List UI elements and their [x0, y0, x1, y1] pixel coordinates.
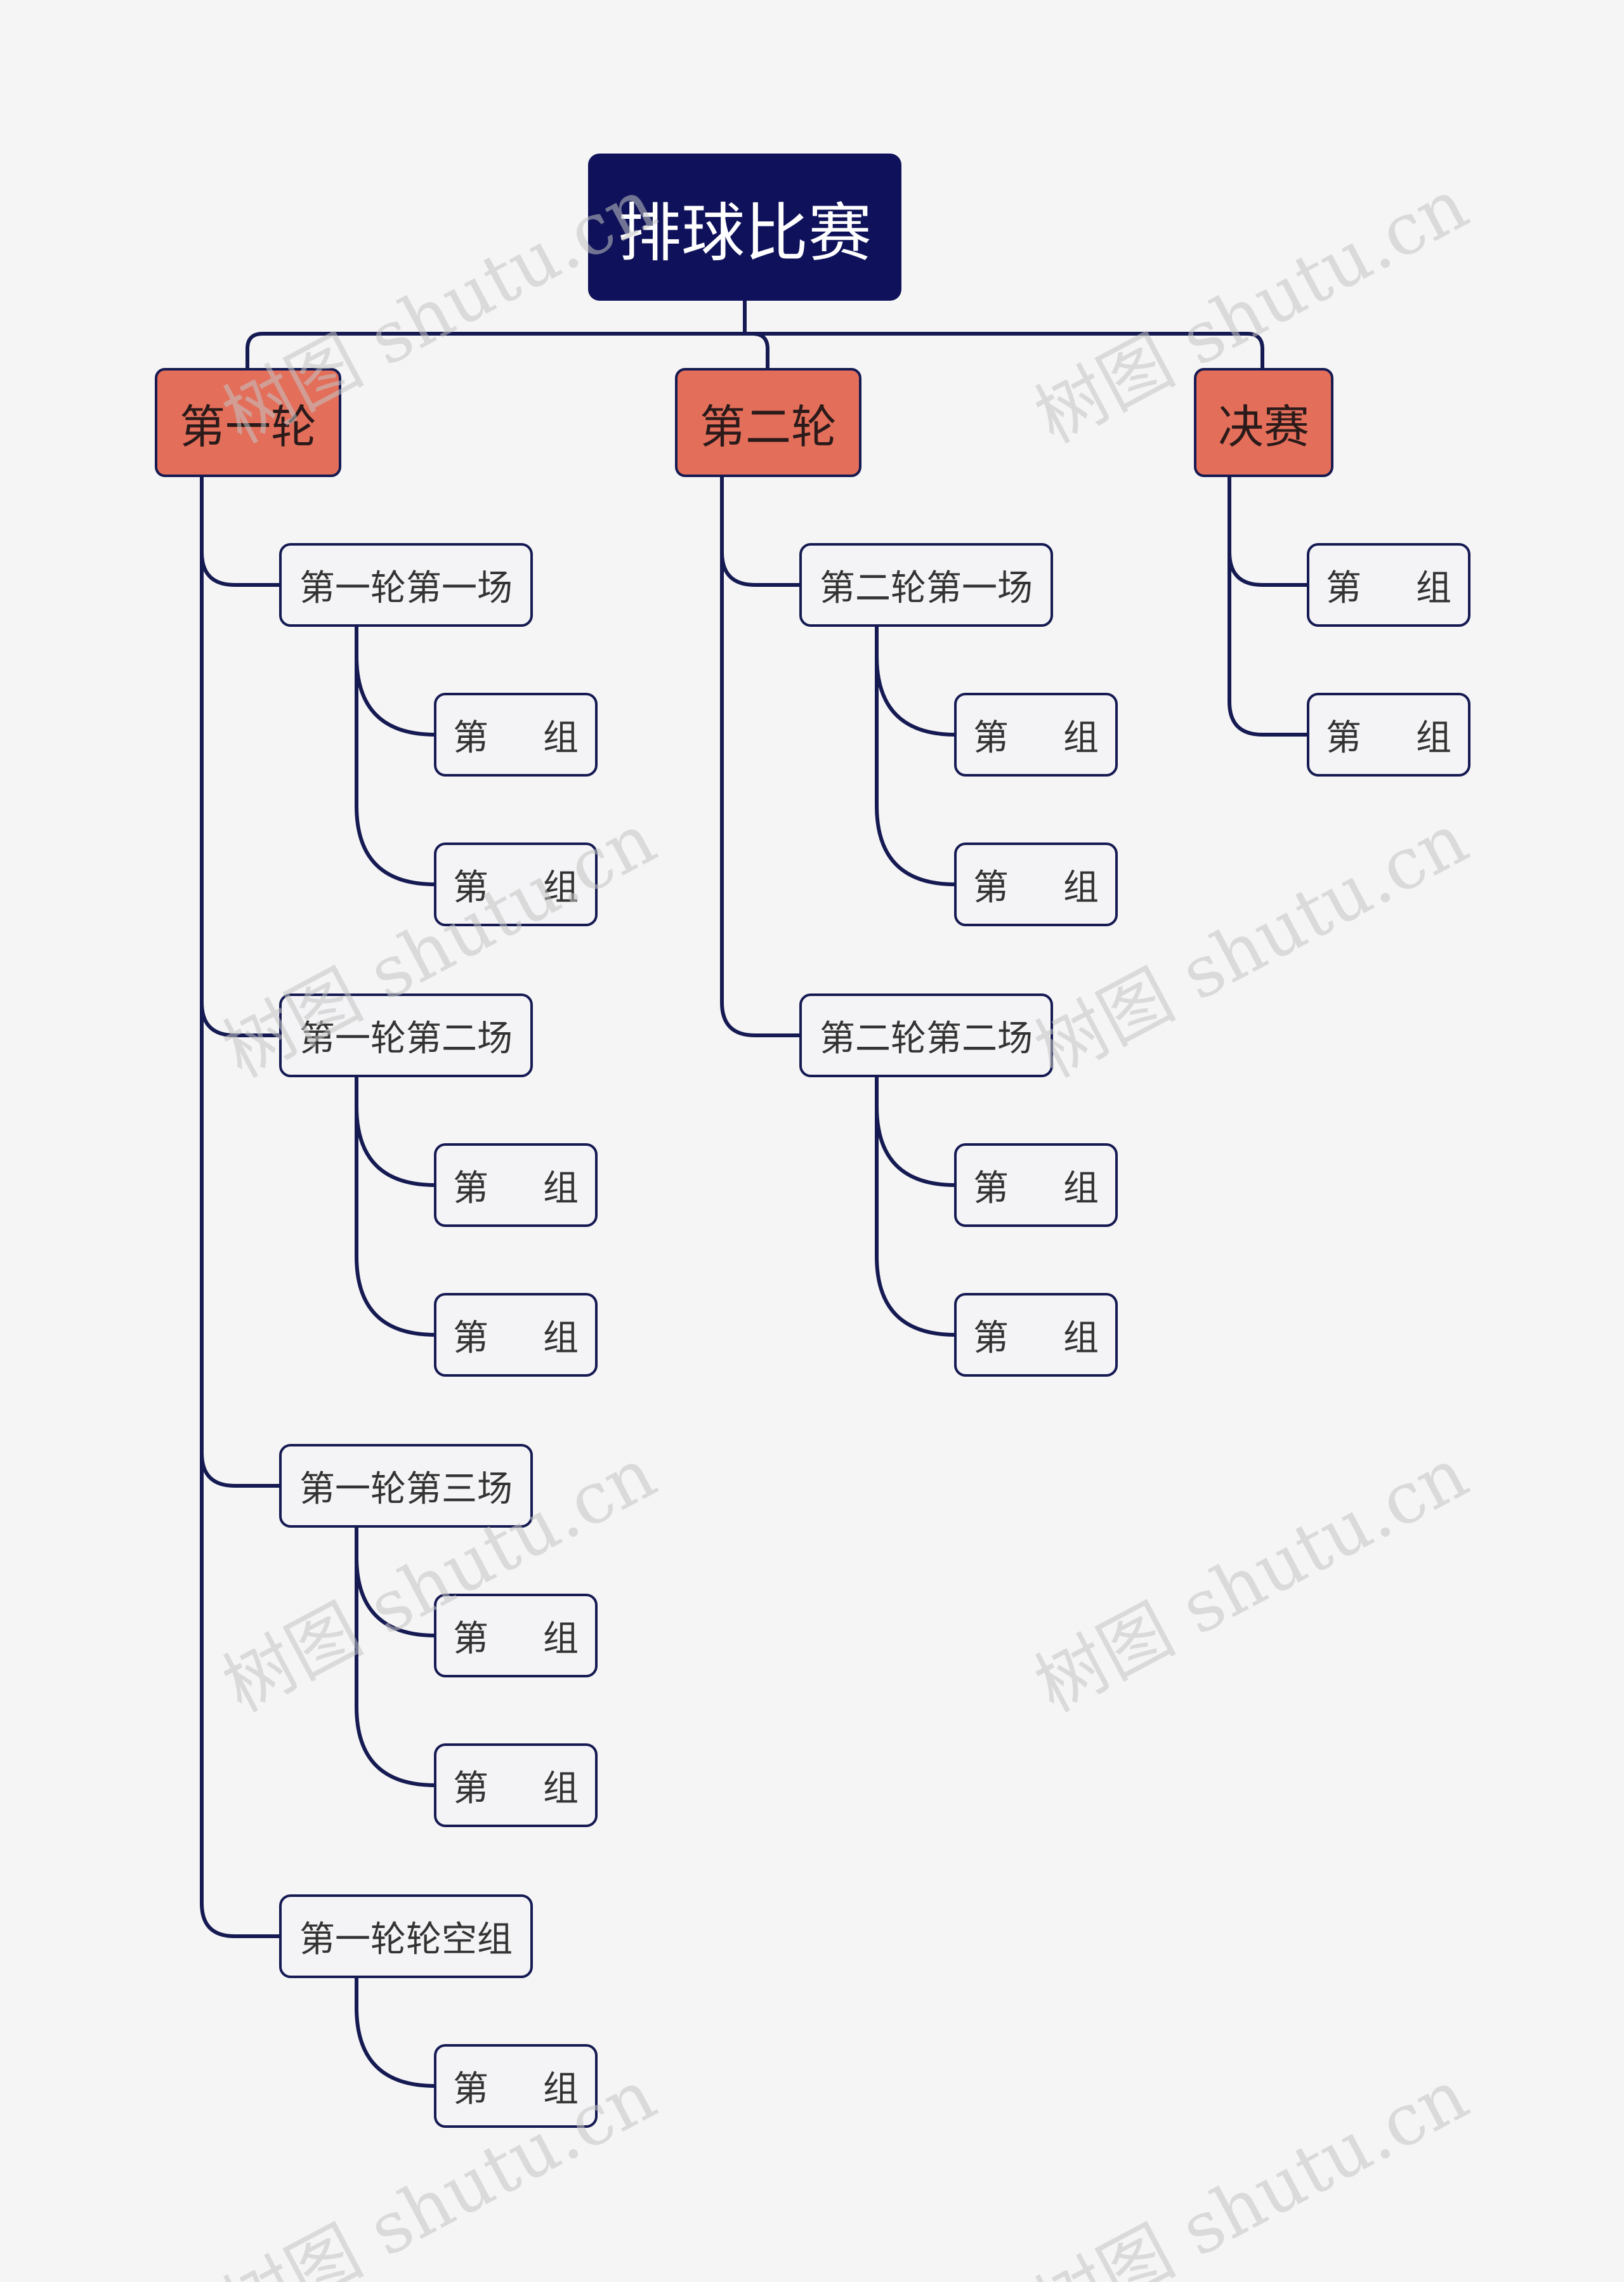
group-suffix: 组 — [543, 1618, 579, 1660]
group-suffix: 组 — [543, 867, 579, 908]
group-r2m2-1[interactable]: 第 组 — [954, 1143, 1118, 1227]
group-suffix: 组 — [1063, 1167, 1099, 1209]
group-r1m3-2[interactable]: 第 组 — [434, 1743, 598, 1827]
connector-r1m3-g2 — [355, 1526, 437, 1787]
branch-final[interactable]: 决赛 — [1194, 368, 1333, 477]
match-r1-bye[interactable]: 第一轮轮空组 — [279, 1894, 533, 1978]
connector-r1m1-g2 — [355, 625, 437, 886]
group-suffix: 组 — [1416, 567, 1451, 609]
group-r2m2-2[interactable]: 第 组 — [954, 1293, 1118, 1377]
branch-round1[interactable]: 第一轮 — [155, 368, 341, 477]
group-r1m2-1[interactable]: 第 组 — [434, 1143, 598, 1227]
group-prefix: 第 — [973, 1167, 1009, 1209]
group-r2m1-2[interactable]: 第 组 — [954, 843, 1118, 926]
connector-r1m2-g2 — [355, 1075, 437, 1337]
connector-round2-match1 — [720, 475, 802, 587]
group-prefix: 第 — [453, 717, 488, 759]
group-prefix: 第 — [973, 867, 1009, 908]
connector-final-g1 — [1228, 475, 1310, 587]
group-r1m2-2[interactable]: 第 组 — [434, 1293, 598, 1377]
group-prefix: 第 — [1326, 717, 1361, 759]
group-r2m1-1[interactable]: 第 组 — [954, 693, 1118, 777]
group-prefix: 第 — [453, 2068, 488, 2110]
match-r1-3[interactable]: 第一轮第三场 — [279, 1444, 533, 1528]
group-r1bye-1[interactable]: 第 组 — [434, 2044, 598, 2128]
match-r2-1[interactable]: 第二轮第一场 — [799, 543, 1053, 627]
branch-round2[interactable]: 第二轮 — [675, 368, 861, 477]
connector-round1-match3 — [200, 475, 282, 1488]
root-node[interactable]: 排球比赛 — [588, 154, 901, 301]
connector-r1m2-g1 — [355, 1075, 437, 1187]
connector-r2m2-g1 — [875, 1075, 957, 1187]
group-suffix: 组 — [543, 1767, 579, 1809]
group-suffix: 组 — [543, 2068, 579, 2110]
group-prefix: 第 — [973, 1317, 1009, 1359]
group-final-1[interactable]: 第 组 — [1307, 543, 1470, 627]
group-suffix: 组 — [543, 717, 579, 759]
group-prefix: 第 — [973, 717, 1009, 759]
connector-r2m1-g2 — [875, 625, 957, 886]
connector-r1m1-g1 — [355, 625, 437, 737]
connector-r1bye-g1 — [355, 1976, 437, 2088]
group-prefix: 第 — [453, 1767, 488, 1809]
match-r2-2[interactable]: 第二轮第二场 — [799, 993, 1053, 1077]
group-r1m1-2[interactable]: 第 组 — [434, 843, 598, 926]
group-suffix: 组 — [543, 1317, 579, 1359]
connector-final-g2 — [1228, 475, 1310, 737]
group-suffix: 组 — [543, 1167, 579, 1209]
connector-round1-match1 — [200, 475, 282, 587]
connector-round1-match2 — [200, 475, 282, 1037]
connector-r1m3-g1 — [355, 1526, 437, 1637]
connector-r2m2-g2 — [875, 1075, 957, 1337]
group-r1m3-1[interactable]: 第 组 — [434, 1594, 598, 1677]
match-r1-1[interactable]: 第一轮第一场 — [279, 543, 533, 627]
connector-r2m1-g1 — [875, 625, 957, 737]
connector-round1-bye — [200, 475, 282, 1938]
group-suffix: 组 — [1416, 717, 1451, 759]
group-prefix: 第 — [453, 1167, 488, 1209]
group-prefix: 第 — [1326, 567, 1361, 609]
match-r1-2[interactable]: 第一轮第二场 — [279, 993, 533, 1077]
group-prefix: 第 — [453, 1618, 488, 1660]
group-suffix: 组 — [1063, 1317, 1099, 1359]
group-final-2[interactable]: 第 组 — [1307, 693, 1470, 777]
connector-round2-match2 — [720, 475, 802, 1037]
group-suffix: 组 — [1063, 717, 1099, 759]
group-prefix: 第 — [453, 867, 488, 908]
connector-root-round1 — [246, 299, 747, 371]
group-prefix: 第 — [453, 1317, 488, 1359]
group-r1m1-1[interactable]: 第 组 — [434, 693, 598, 777]
connector-root-final — [743, 332, 1264, 371]
group-suffix: 组 — [1063, 867, 1099, 908]
